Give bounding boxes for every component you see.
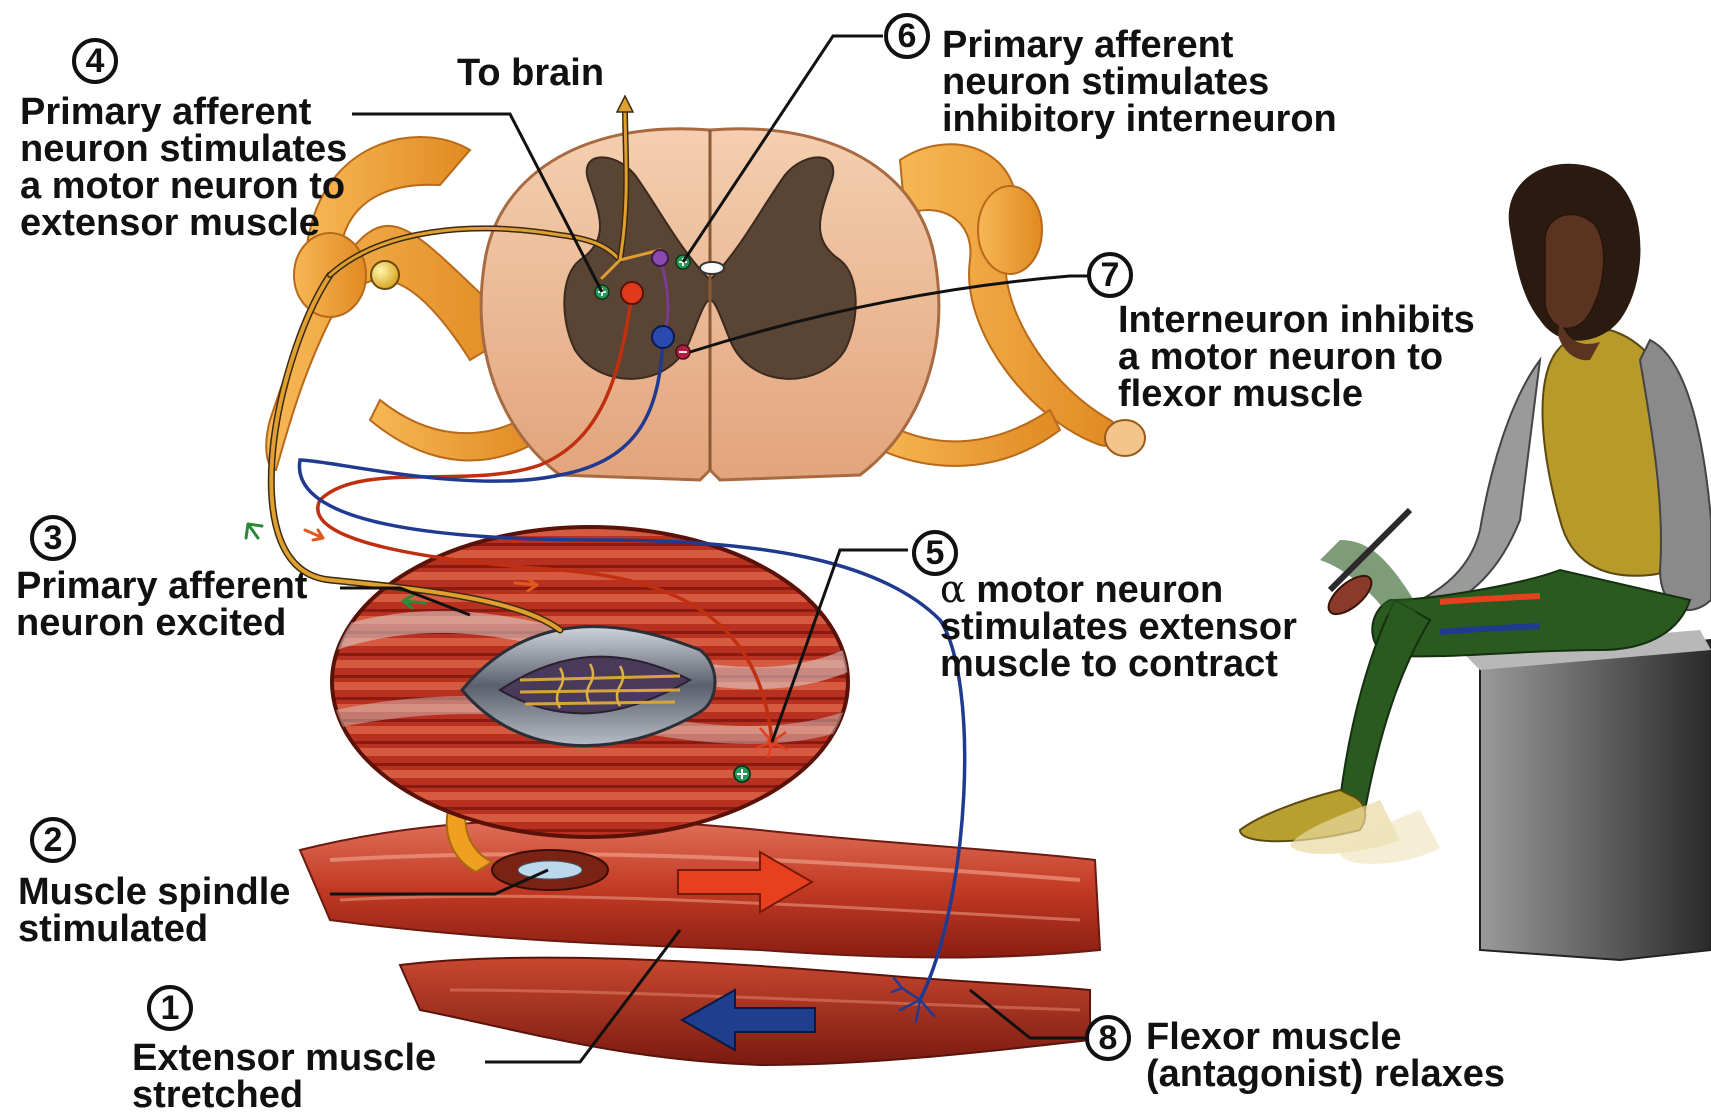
step-6-number: 6 [884, 13, 930, 59]
step-8-label: Flexor muscle (antagonist) relaxes [1146, 1019, 1505, 1093]
step-4-line2: neuron stimulates [20, 131, 347, 168]
step-6-line1: Primary afferent [942, 27, 1337, 64]
alpha-symbol: α [940, 567, 966, 611]
step-8-line2: (antagonist) relaxes [1146, 1056, 1505, 1093]
step-7-label: Interneuron inhibits a motor neuron to f… [1118, 302, 1475, 413]
step-5-line3: muscle to contract [940, 646, 1297, 683]
step-8-line1: Flexor muscle [1146, 1019, 1505, 1056]
step-3-line1: Primary afferent [16, 568, 307, 605]
shin [1340, 600, 1430, 810]
step-3-label: Primary afferent neuron excited [16, 568, 307, 642]
to-brain-label: To brain [457, 55, 604, 92]
afferent-direction-arrow-icon [246, 524, 262, 538]
step-5-line2: stimulates extensor [940, 609, 1297, 646]
step-8-number: 8 [1085, 1015, 1131, 1061]
step-7-line3: flexor muscle [1118, 376, 1475, 413]
step-2-line1: Muscle spindle [18, 874, 290, 911]
extensor-motor-neuron-body [621, 282, 643, 304]
step-3-line2: neuron excited [16, 605, 307, 642]
step-7-line1: Interneuron inhibits [1118, 302, 1475, 339]
step-1-label: Extensor muscle stretched [132, 1040, 436, 1113]
inhibitory-synapse-minus-icon [676, 345, 690, 359]
step-6-line2: neuron stimulates [942, 64, 1337, 101]
efferent-direction-arrow-icon [305, 530, 323, 540]
step-4-line1: Primary afferent [20, 94, 347, 131]
spinal-cord [266, 129, 1145, 480]
step-3-number: 3 [30, 515, 76, 561]
step-5-line1-text: motor neuron [976, 569, 1223, 611]
to-brain-arrow-icon [617, 96, 633, 112]
cut-nerve-end [1105, 420, 1145, 456]
central-canal [700, 262, 724, 274]
step-1-line1: Extensor muscle [132, 1040, 436, 1077]
step-6-label: Primary afferent neuron stimulates inhib… [942, 27, 1337, 138]
step-5-line1: α motor neuron [940, 571, 1297, 609]
dorsal-root-ganglion-right [978, 186, 1042, 274]
step-1-line2: stretched [132, 1077, 436, 1113]
step-6-line3: inhibitory interneuron [942, 101, 1337, 138]
step-4-line4: extensor muscle [20, 205, 347, 242]
inhibitory-interneuron-body [652, 250, 668, 266]
step-4-line3: a motor neuron to [20, 168, 347, 205]
step-2-number: 2 [30, 817, 76, 863]
excitatory-synapse-plus-icon [734, 766, 750, 782]
step-2-line2: stimulated [18, 911, 290, 948]
flexor-motor-neuron-body [652, 326, 674, 348]
step-1-number: 1 [147, 985, 193, 1031]
step-7-number: 7 [1087, 252, 1133, 298]
step-5-label: α motor neuron stimulates extensor muscl… [940, 571, 1297, 683]
stool [1480, 640, 1711, 960]
seated-person-illustration [1240, 164, 1711, 960]
step-7-line2: a motor neuron to [1118, 339, 1475, 376]
step-4-number: 4 [72, 38, 118, 84]
step-2-label: Muscle spindle stimulated [18, 874, 290, 948]
afferent-cell-body [371, 261, 399, 289]
step-4-label: Primary afferent neuron stimulates a mot… [20, 94, 347, 242]
